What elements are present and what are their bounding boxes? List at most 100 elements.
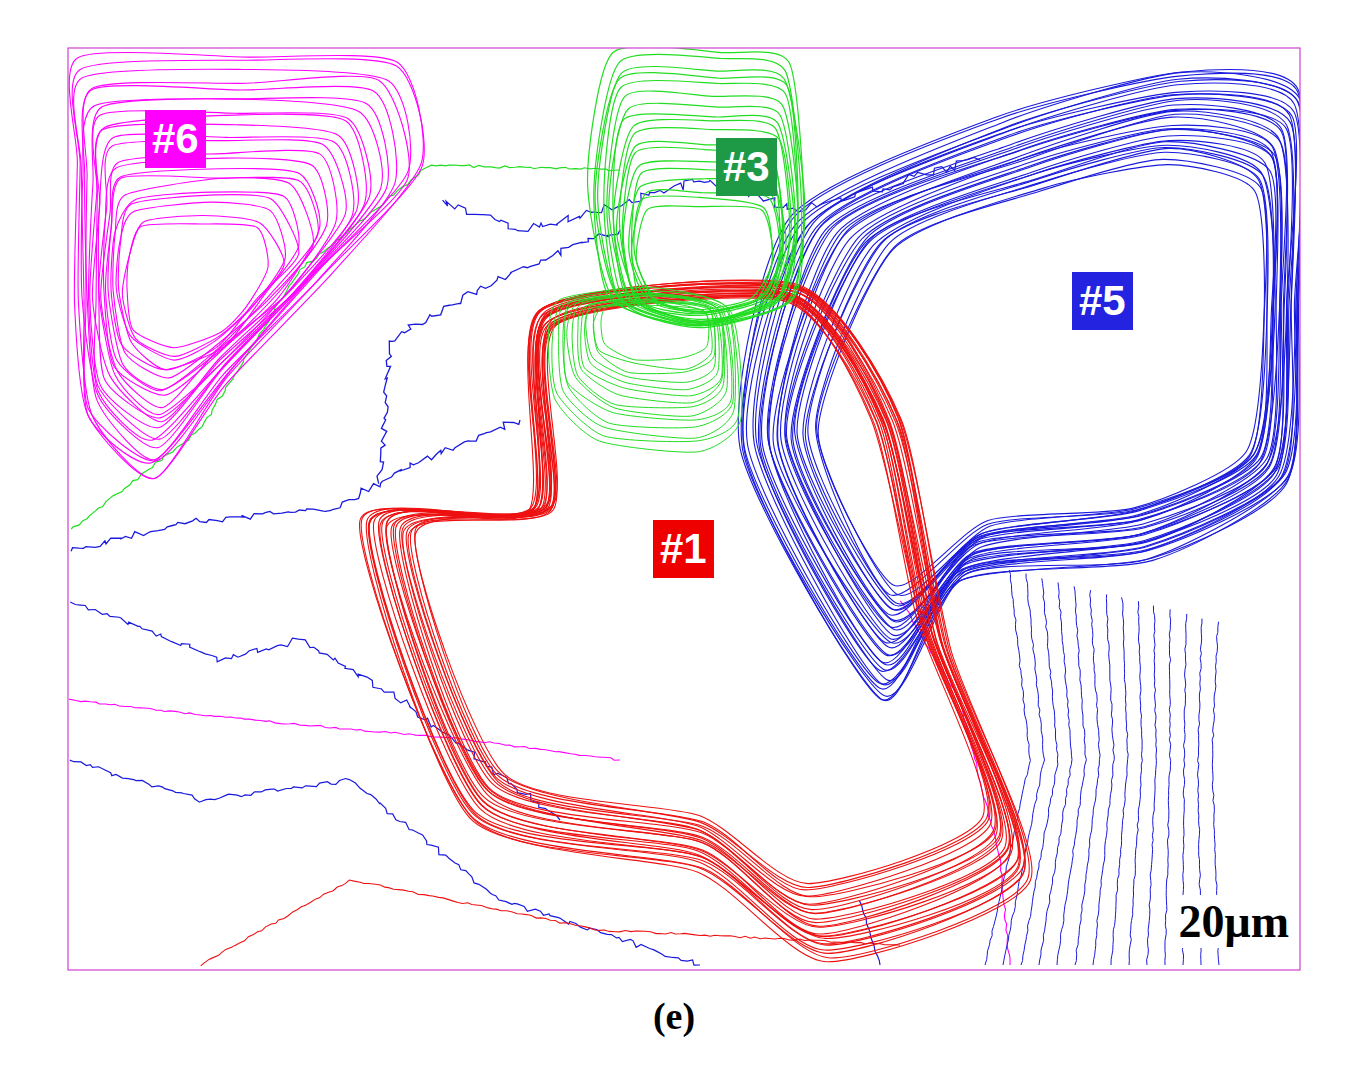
contour-line [386, 286, 1013, 928]
contour-line [572, 294, 725, 408]
contour-line [391, 290, 1003, 913]
contour-line [366, 281, 1025, 954]
contour-line [564, 294, 732, 420]
grain-label: #1 [653, 520, 714, 578]
grain-label: #6 [145, 110, 206, 168]
contour-line [69, 53, 423, 479]
contour-lines [69, 48, 1300, 966]
contour-line [111, 192, 299, 370]
grain-label: #3 [716, 138, 777, 196]
boundary-line [70, 602, 560, 820]
contour-line [581, 299, 723, 396]
contour-line [598, 66, 805, 324]
contour-line [746, 80, 1300, 684]
contour-line [769, 100, 1294, 663]
contour-line [773, 111, 1288, 643]
boundary-line [1039, 582, 1072, 965]
contour-line [743, 73, 1300, 700]
contour-line [586, 302, 716, 382]
contour-line [609, 103, 795, 321]
contour-line [361, 280, 1029, 958]
contour-line [403, 293, 1001, 905]
contour-line [72, 59, 424, 479]
contour-line [98, 134, 353, 418]
contour-line [108, 168, 320, 389]
contour-line [74, 69, 411, 463]
grain-number: #5 [1079, 277, 1126, 324]
figure-caption: (e) [0, 994, 1348, 1038]
boundary-line [1093, 594, 1114, 965]
contour-line [595, 73, 798, 324]
contour-line [559, 293, 736, 438]
contour-line [113, 178, 314, 378]
contour-line [395, 293, 1001, 913]
contour-line [762, 98, 1296, 665]
contour-line [585, 301, 720, 390]
boundary-line [1003, 574, 1045, 965]
boundary-line [1021, 578, 1058, 965]
contour-line [767, 105, 1287, 656]
boundary-line [1147, 606, 1157, 965]
boundary-line [1165, 609, 1171, 965]
grain-number: #6 [152, 115, 199, 162]
contour-line [594, 54, 802, 325]
contour-line [99, 140, 346, 415]
contour-line [83, 76, 409, 461]
contour-line [122, 215, 284, 356]
contour-line [373, 288, 1019, 939]
contour-line [402, 295, 995, 904]
contour-line [778, 109, 1287, 648]
contour-line [743, 78, 1300, 689]
contour-line [781, 117, 1282, 639]
contour-line [369, 283, 1025, 945]
scale-label: 20μm [1176, 895, 1292, 948]
contour-line [127, 224, 268, 348]
contour-line [578, 296, 724, 403]
contour-line [816, 152, 1268, 595]
contour-line [116, 202, 285, 360]
contour-line [755, 91, 1300, 681]
contour-line [360, 283, 1032, 962]
contour-line [393, 291, 1006, 919]
contour-line [82, 86, 397, 460]
image-frame [68, 48, 1300, 970]
contour-line [382, 287, 1011, 934]
contour-line [753, 83, 1300, 685]
boundary-line [1111, 597, 1128, 965]
contour-line [760, 94, 1297, 670]
grain-label: #5 [1072, 272, 1133, 330]
contour-line [415, 297, 984, 884]
contour-line [90, 114, 366, 428]
contour-line [567, 293, 728, 416]
contour-line [601, 305, 709, 360]
contour-line [410, 298, 990, 890]
contour-line [593, 303, 715, 374]
contour-line [552, 290, 739, 441]
boundary-line [69, 699, 620, 760]
boundary-line [70, 760, 700, 965]
contour-line [786, 130, 1282, 630]
contour-line [741, 72, 1300, 696]
contour-line [380, 285, 1019, 936]
contour-line [818, 165, 1264, 586]
contour-line [768, 109, 1292, 655]
contour-line [386, 289, 1009, 923]
contour-line [386, 290, 1010, 926]
grain-number: #3 [723, 143, 770, 190]
contour-line [758, 94, 1295, 672]
contour-line [378, 287, 1019, 937]
contour-line [593, 300, 712, 369]
boundary-line [1075, 590, 1100, 965]
contour-line [548, 287, 742, 452]
contour-line [795, 140, 1275, 615]
contour-line [368, 284, 1025, 950]
boundary-line [1129, 601, 1142, 965]
contour-line [92, 124, 358, 422]
contour-line [406, 295, 996, 897]
contour-line [408, 297, 992, 897]
contour-line [369, 283, 1020, 944]
contour-line [808, 148, 1267, 604]
contour-line [588, 48, 804, 328]
contour-line [415, 295, 989, 887]
contour-line [400, 292, 998, 910]
